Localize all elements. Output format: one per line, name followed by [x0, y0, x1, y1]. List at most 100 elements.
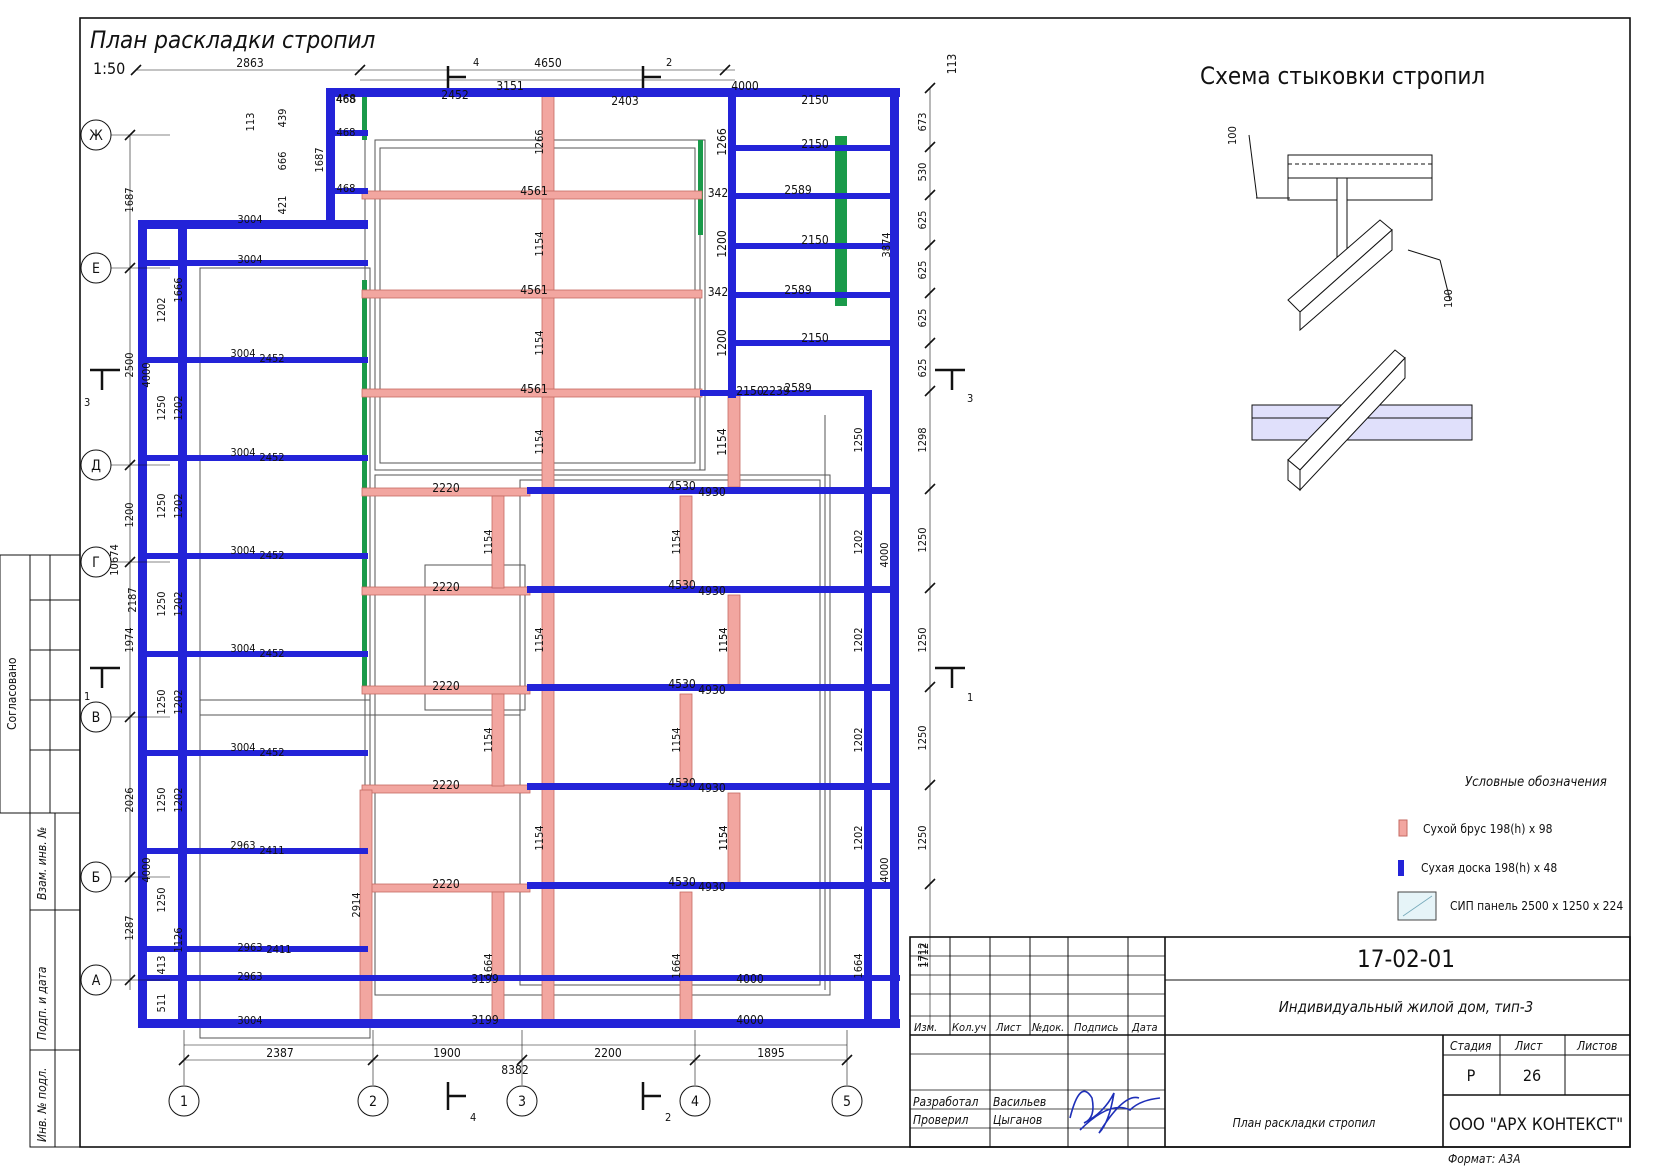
rafter-label: 2589	[784, 283, 812, 297]
left-dim-1202-f: 1202	[172, 787, 185, 812]
rafter-label: 1154	[670, 727, 683, 752]
rafter-label: 4561	[520, 283, 547, 297]
rafter-label: 2452	[259, 451, 284, 464]
left-dim-1202-e: 1202	[172, 689, 185, 714]
rafter-label: 1664	[482, 953, 495, 978]
rafter-label: 1154	[717, 627, 730, 652]
rafter-label: 4000	[878, 542, 891, 567]
left-dim-666: 666	[276, 152, 289, 171]
section-mark-left-1: 1	[84, 690, 90, 703]
rafter-label: 2411	[266, 943, 291, 956]
sheet-format: Формат: А3А	[1448, 1152, 1521, 1166]
project-name: Индивидуальный жилой дом, тип-3	[1279, 998, 1534, 1016]
rafter-label: 4930	[698, 584, 726, 598]
rafter-label: 2963	[237, 941, 262, 954]
rafter-label: 468	[337, 182, 356, 195]
right-dim-625-d: 625	[916, 359, 929, 378]
left-dim-1250-e: 1250	[155, 787, 168, 812]
left-dim-511: 511	[155, 994, 168, 1013]
rafter-label: 1202	[852, 627, 865, 652]
role-developer: Разработал	[913, 1095, 979, 1109]
joint-scheme-title: Схема стыковки стропил	[1200, 62, 1485, 90]
right-dim-1250-c: 1250	[916, 725, 929, 750]
right-dim-1250-d: 1250	[916, 825, 929, 850]
axis-col-5: 5	[843, 1094, 851, 1110]
rafter-label: 3004	[237, 1014, 262, 1027]
rafter-label: 1154	[533, 330, 546, 355]
rafter-label: 2914	[350, 892, 363, 917]
left-dim-421: 421	[276, 196, 289, 215]
axis-col-2: 2	[369, 1094, 377, 1110]
axis-row-e: Е	[92, 261, 100, 277]
stage-value: Р	[1467, 1066, 1476, 1085]
joint-dim-100-top: 100	[1226, 126, 1239, 145]
rafter-plan: 4 2 3 3 1 1 4 2 Ж Е Д Г В Б А	[80, 54, 973, 1124]
title-block	[909, 936, 1631, 1148]
bottom-dim-1900: 1900	[433, 1046, 461, 1060]
rafter-label: 4930	[698, 880, 726, 894]
rafter-label: 2220	[432, 481, 460, 495]
section-mark-left-3: 3	[84, 396, 90, 409]
rafter-label: 1154	[717, 825, 730, 850]
tb-vertical-dim: 1712	[918, 943, 931, 968]
rafter-label: 1154	[715, 428, 729, 456]
name-checker: Цыганов	[993, 1113, 1042, 1127]
doc-code: 17-02-01	[1357, 945, 1455, 973]
replaced-inv-label: Взам. инв. №	[35, 827, 49, 900]
right-dim-625-a: 625	[916, 211, 929, 230]
right-dim-1250-a: 1250	[916, 527, 929, 552]
rafter-label: 2452	[259, 549, 284, 562]
rafter-label: 1154	[533, 627, 546, 652]
company-name: ООО "АРХ КОНТЕКСТ"	[1449, 1115, 1623, 1135]
top-joint-468: 468	[336, 92, 357, 106]
plan-scale: 1:50	[93, 59, 125, 78]
rafter-label: 3004	[237, 213, 262, 226]
rafter-label: 4561	[520, 382, 547, 396]
rafter-label: 468	[337, 126, 356, 139]
rafter-label: 4530	[668, 677, 696, 691]
rafter-label: 1200	[715, 230, 729, 258]
rafter-label: 4530	[668, 776, 696, 790]
legend-label-sip: СИП панель 2500 х 1250 х 224	[1450, 899, 1623, 913]
rafter-label: 2150	[736, 384, 764, 398]
right-dim-1712: 1712	[916, 942, 929, 967]
role-checker: Проверил	[913, 1113, 968, 1127]
top-dim-113: 113	[945, 54, 959, 75]
bottom-dim-8382: 8382	[501, 1063, 528, 1077]
rafter-label: 2150	[801, 331, 829, 345]
inv-number-label: Инв. № подл.	[35, 1068, 49, 1142]
rafter-label: 3004	[230, 642, 255, 655]
left-dim-10674: 10674	[108, 544, 121, 575]
col-axis-bubbles	[168, 1085, 863, 1117]
axis-row-g: Г	[92, 555, 100, 571]
tb-header-list: Лист	[995, 1021, 1021, 1034]
joint-scheme-diagram	[1248, 134, 1473, 492]
rafter-label: 342	[708, 285, 729, 299]
rafter-label: 1664	[852, 953, 865, 978]
axis-col-1: 1	[180, 1094, 188, 1110]
sheet-label: Лист	[1514, 1039, 1543, 1053]
stage-label: Стадия	[1450, 1039, 1492, 1053]
left-dim-113: 113	[244, 113, 257, 132]
section-mark-right-3: 3	[967, 392, 973, 405]
bottom-dim-2200: 2200	[594, 1046, 622, 1060]
right-dim-1250-b: 1250	[916, 627, 929, 652]
rafter-label: 1154	[670, 529, 683, 554]
sheets-label: Листов	[1576, 1039, 1617, 1053]
rafter-label: 1154	[533, 231, 546, 256]
legend-label-beam: Сухой брус 198(h) х 98	[1423, 822, 1553, 836]
tb-header-kolych: Кол.уч	[952, 1021, 986, 1034]
sign-date-label: Подп. и дата	[35, 966, 49, 1040]
top-dim-4000: 4000	[731, 79, 759, 93]
signature-scribble	[1069, 1090, 1161, 1134]
rafter-label: 2589	[784, 183, 812, 197]
axis-row-a: А	[92, 973, 101, 989]
rafter-label: 2150	[801, 137, 829, 151]
rafter-label: 4000	[736, 1013, 764, 1027]
bottom-dim-2387: 2387	[266, 1046, 293, 1060]
right-dim-625-c: 625	[916, 309, 929, 328]
name-developer: Васильев	[993, 1095, 1046, 1109]
left-dim-4000-a: 4000	[140, 362, 153, 387]
rafter-label: 2963	[237, 970, 262, 983]
rafter-label: 1154	[533, 429, 546, 454]
